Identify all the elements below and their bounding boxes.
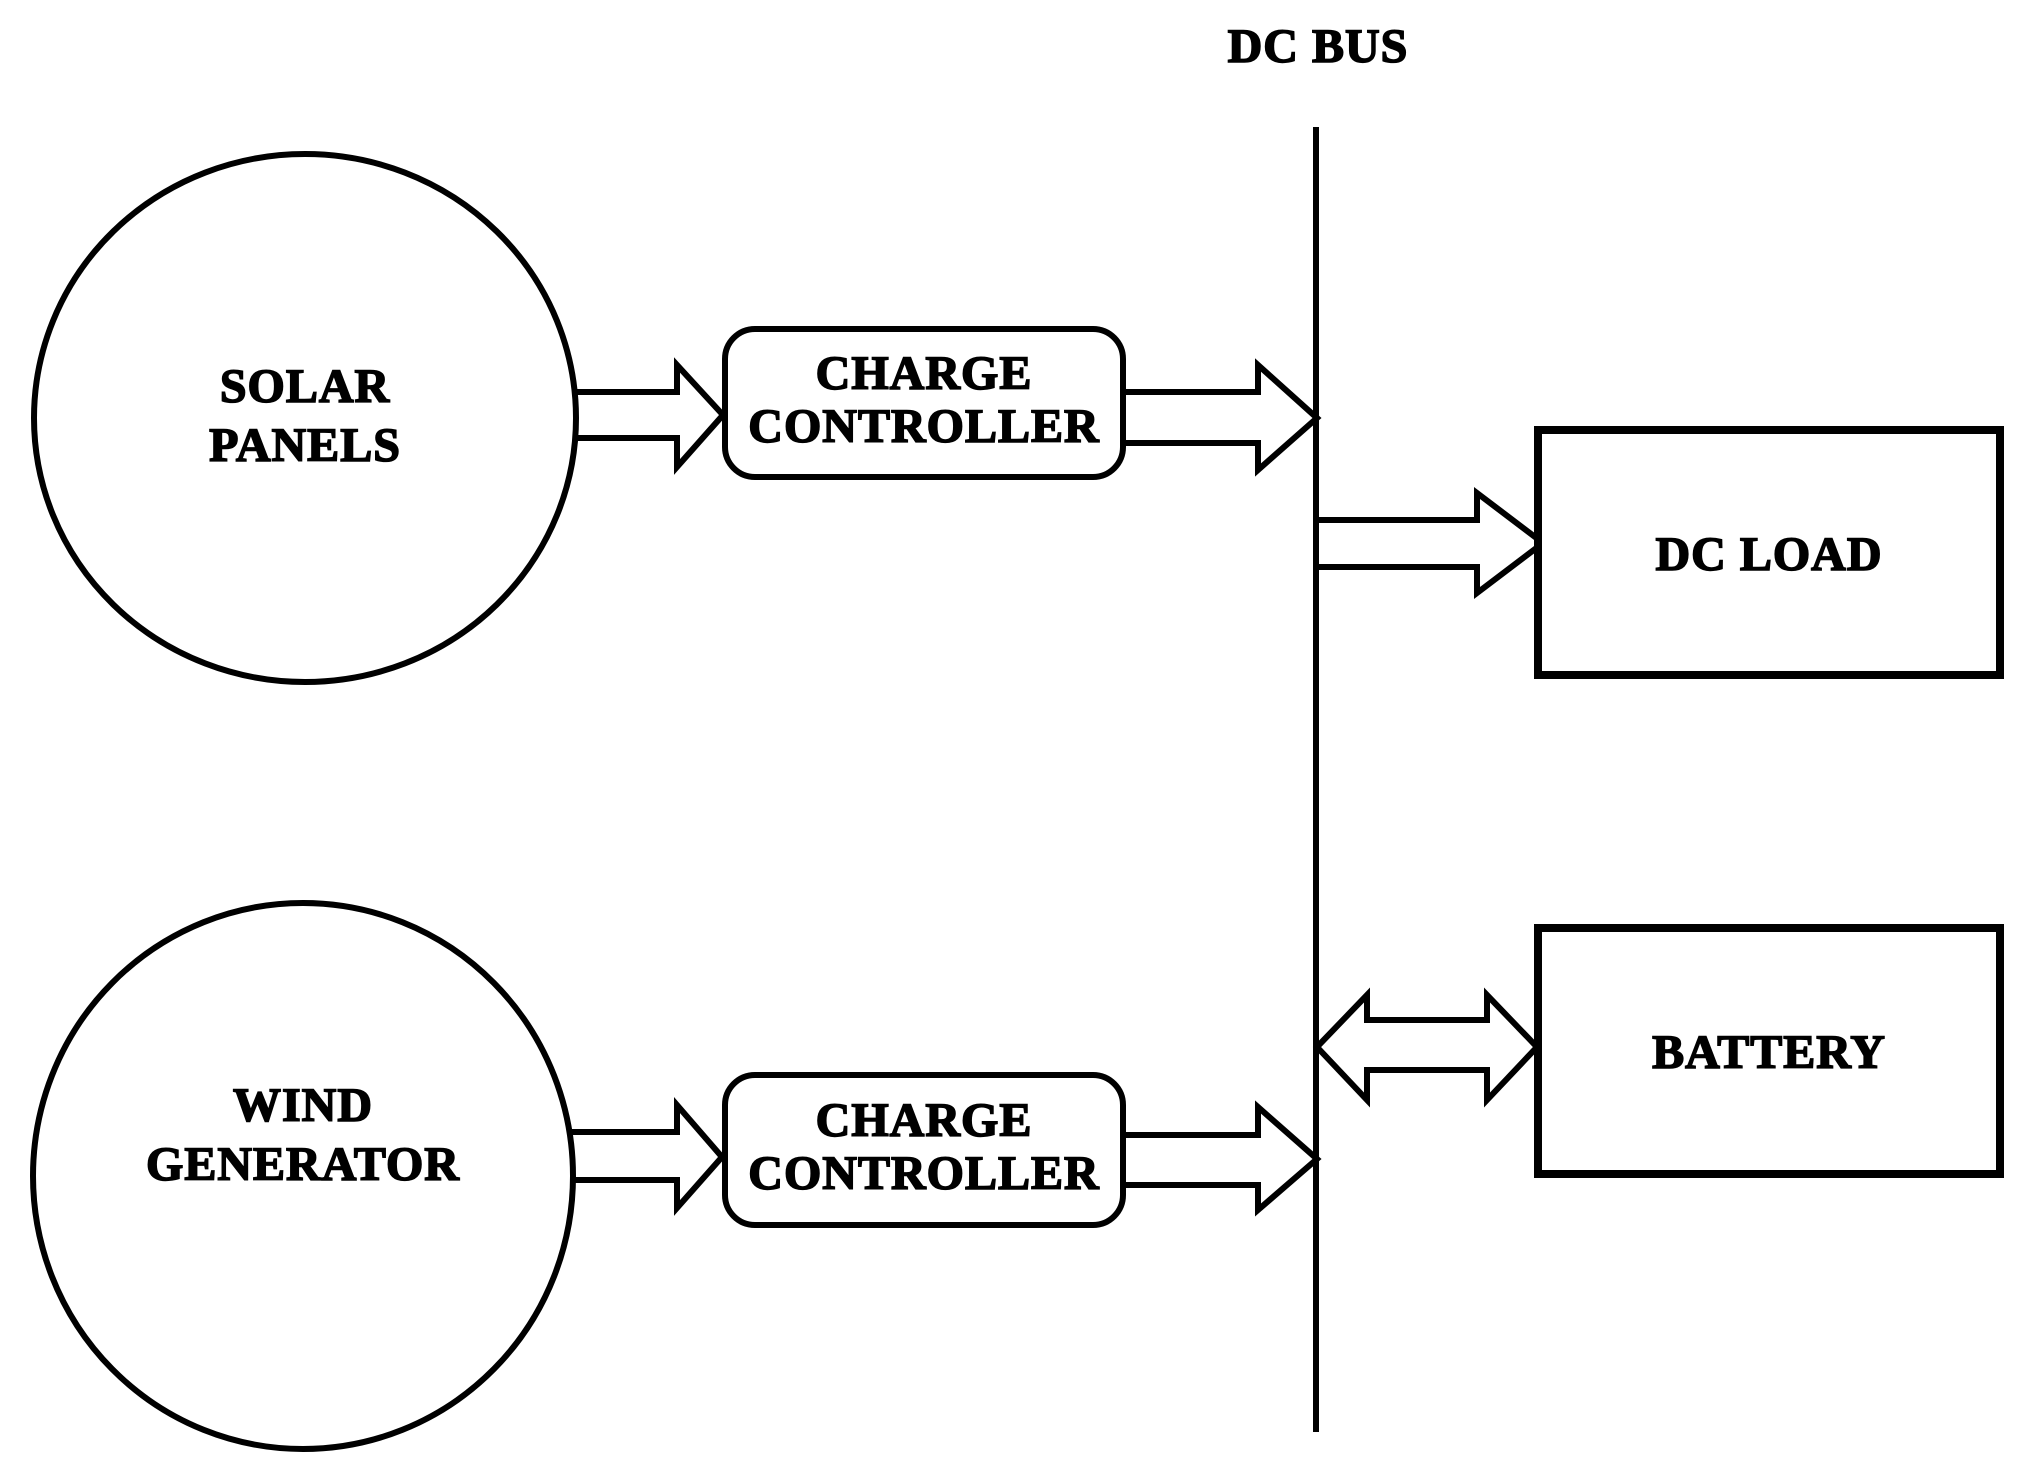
charge-controller1-label-line2: CONTROLLER	[748, 400, 1100, 453]
battery-label: BATTERY	[1652, 1026, 1886, 1079]
solar-panels-node	[31, 151, 579, 685]
arrow-controller2-to-bus	[1102, 1100, 1322, 1217]
wind-generator-label-line2: GENERATOR	[146, 1138, 460, 1191]
arrow-controller1-to-bus	[1102, 358, 1322, 477]
charge-controller2-label-line2: CONTROLLER	[748, 1147, 1100, 1200]
arrow-bus-to-dc-load	[1313, 486, 1548, 600]
dc-bus-label: DC BUS	[1228, 20, 1409, 73]
solar-panels-label-line2: PANELS	[209, 419, 401, 472]
wind-generator-node	[30, 900, 576, 1452]
charge-controller1-label-line1: CHARGE	[816, 347, 1033, 400]
charge-controller2-node	[722, 1072, 1126, 1228]
dc-load-node	[1534, 426, 2004, 679]
arrow-bus-battery-two-way	[1312, 987, 1542, 1108]
charge-controller2-label-line1: CHARGE	[816, 1094, 1033, 1147]
wind-generator-label-line1: WIND	[233, 1079, 373, 1132]
dc-load-label: DC LOAD	[1655, 528, 1882, 581]
solar-panels-label-line1: SOLAR	[220, 360, 391, 413]
charge-controller1-node	[722, 326, 1126, 480]
battery-node	[1534, 924, 2004, 1178]
